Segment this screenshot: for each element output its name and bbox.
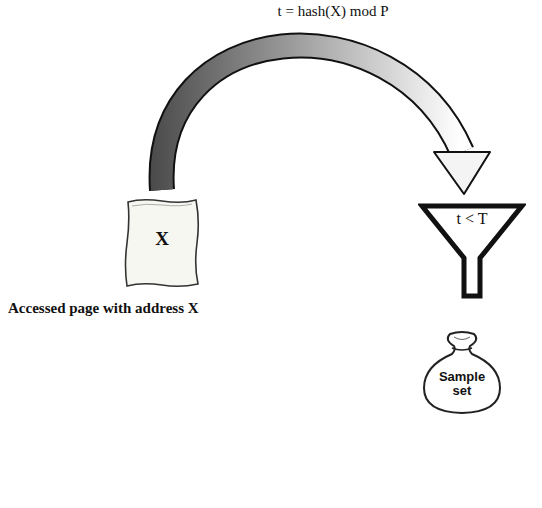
curved-arrow <box>162 46 490 194</box>
filter-condition: t < T <box>418 210 526 228</box>
page-caption: Accessed page with address X <box>8 300 199 317</box>
funnel-filter: t < T <box>418 200 526 300</box>
sample-bag: Sample set <box>420 328 504 416</box>
page-sheet: XAccessed page with address X <box>122 196 202 290</box>
edge-label: t = hash(X) mod P <box>275 3 392 20</box>
bag-label: Sample set <box>436 370 488 399</box>
page-address: X <box>122 228 202 250</box>
